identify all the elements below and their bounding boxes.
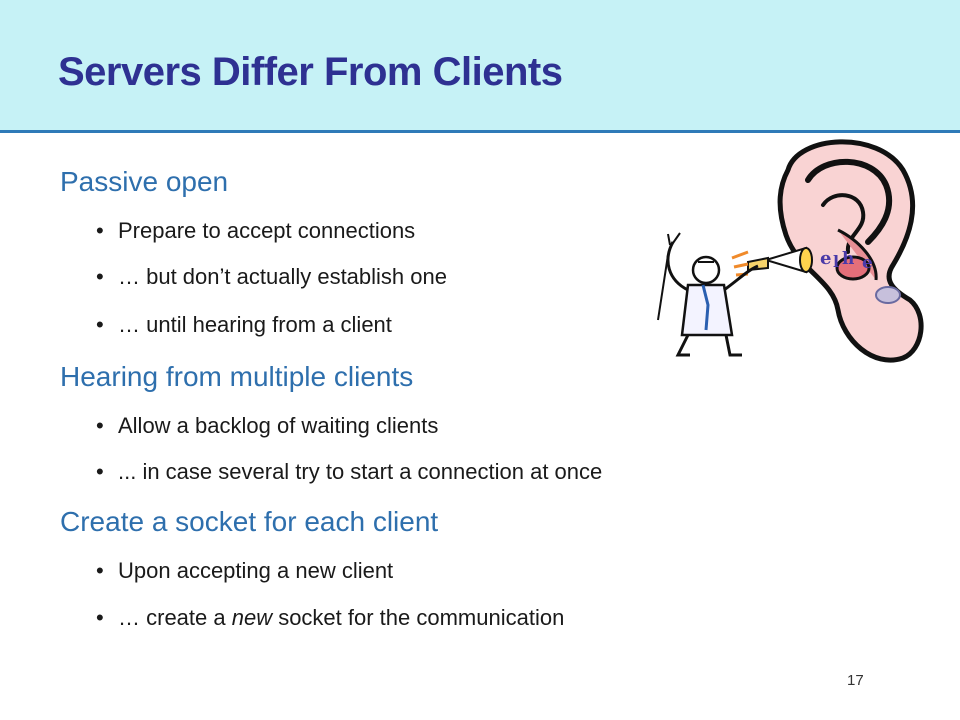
slide-title: Servers Differ From Clients: [58, 50, 563, 94]
svg-text:h: h: [842, 249, 854, 269]
svg-text:e: e: [862, 253, 873, 273]
bullet-item: •… but don’t actually establish one: [96, 264, 447, 289]
bullet-item: •Prepare to accept connections: [96, 218, 416, 243]
bullet-item: •… create a new socket for the communica…: [96, 605, 565, 630]
ear-listening-clipart: e l h e: [657, 139, 924, 363]
bullet-dot: •: [96, 413, 104, 438]
bullet-item: •Upon accepting a new client: [96, 558, 394, 583]
bullet-dot: •: [96, 264, 104, 289]
heading-socket-per-client: Create a socket for each client: [60, 506, 439, 537]
emphasis-new: new: [231, 605, 273, 630]
bullet-item: •... in case several try to start a conn…: [96, 459, 603, 484]
svg-text:l: l: [833, 252, 839, 271]
page-number: 17: [847, 672, 864, 689]
bullet-dot: •: [96, 558, 104, 583]
bullet-dot: •: [96, 312, 104, 337]
bullet-dot: •: [96, 459, 104, 484]
heading-multiple-clients: Hearing from multiple clients: [60, 361, 414, 392]
title-bar: Servers Differ From Clients: [0, 0, 960, 133]
bullet-item: •Allow a backlog of waiting clients: [96, 413, 439, 438]
heading-passive-open: Passive open: [60, 166, 229, 197]
bullet-dot: •: [96, 218, 104, 243]
bullet-dot: •: [96, 605, 104, 630]
bullet-item: •… until hearing from a client: [96, 312, 392, 337]
svg-text:e: e: [820, 248, 831, 269]
